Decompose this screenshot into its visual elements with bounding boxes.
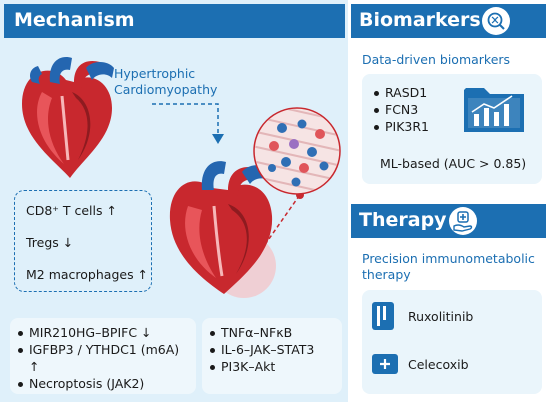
medical-hand-icon	[449, 207, 477, 235]
immune-cd8: CD8⁺ T cells ↑	[26, 203, 117, 218]
pill-box-icon	[372, 354, 398, 374]
dashed-arrow	[152, 103, 224, 144]
hcm-label: Hypertrophic Cardiomyopathy	[114, 66, 218, 97]
pathway-item: TNFα–NFκB	[208, 324, 336, 341]
ml-auc: ML-based (AUC > 0.85)	[380, 156, 527, 171]
gene-item: MIR210HG–BPIFC ↓	[16, 324, 190, 341]
immune-box	[14, 190, 152, 292]
pathway-item: IL-6–JAK–STAT3	[208, 341, 336, 358]
therapy-card: Ruxolitinib Celecoxib	[362, 290, 542, 394]
biomarkers-title: Biomarkers	[359, 9, 481, 31]
gene-item: Necroptosis (JAK2)	[16, 375, 190, 392]
tissue-magnified	[253, 107, 341, 195]
biomarker-item: PIK3R1	[372, 118, 429, 135]
drug-celecoxib: Celecoxib	[408, 357, 469, 372]
inhaler-icon	[372, 302, 394, 330]
dna-search-icon	[482, 7, 510, 35]
gene-card: MIR210HG–BPIFC ↓ IGFBP3 / YTHDC1 (m6A) ↑…	[10, 318, 196, 394]
gene-list: MIR210HG–BPIFC ↓ IGFBP3 / YTHDC1 (m6A) ↑…	[10, 318, 196, 392]
tissue-connector	[256, 191, 304, 257]
pathway-list: TNFα–NFκB IL-6–JAK–STAT3 PI3K–Akt	[202, 318, 342, 375]
pathway-item: PI3K–Akt	[208, 358, 336, 375]
therapy-subtitle: Precision immunometabolic therapy	[362, 251, 535, 282]
biomarkers-card: RASD1 FCN3 PIK3R1 ML-based (AUC > 0.85)	[362, 74, 542, 184]
gene-item: IGFBP3 / YTHDC1 (m6A) ↑	[16, 341, 190, 375]
drug-ruxolitinib: Ruxolitinib	[408, 309, 474, 324]
pathway-card: TNFα–NFκB IL-6–JAK–STAT3 PI3K–Akt	[202, 318, 342, 394]
biomarkers-header: Biomarkers	[351, 4, 546, 38]
heart-large-illustration	[22, 57, 114, 178]
mechanism-title: Mechanism	[14, 9, 135, 31]
immune-tregs: Tregs ↓	[26, 235, 74, 250]
mechanism-header: Mechanism	[4, 4, 345, 38]
immune-m2: M2 macrophages ↑	[26, 267, 149, 282]
biomarkers-subtitle: Data-driven biomarkers	[362, 52, 511, 67]
biomarker-item: FCN3	[372, 101, 429, 118]
data-folder-chart-icon	[464, 88, 524, 132]
biomarker-item: RASD1	[372, 84, 429, 101]
heart-hypertrophic-illustration	[169, 161, 276, 298]
therapy-title: Therapy	[359, 209, 447, 231]
biomarker-list: RASD1 FCN3 PIK3R1	[372, 84, 429, 135]
therapy-header: Therapy	[351, 204, 546, 238]
